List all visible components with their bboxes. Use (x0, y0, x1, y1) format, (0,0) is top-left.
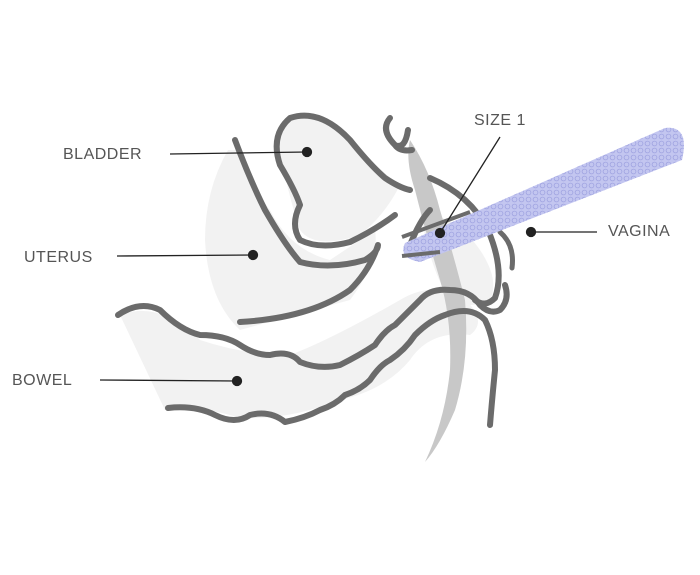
label-vagina: VAGINA (608, 223, 671, 240)
vaginal-canal (408, 140, 467, 462)
label-uterus: UTERUS (24, 249, 93, 266)
bladder-outline (273, 112, 413, 249)
dilator-size-1 (401, 127, 684, 263)
bladder-dot (301, 146, 313, 158)
label-bladder: BLADDER (63, 146, 143, 163)
urethra-hook (383, 115, 415, 154)
bowel-fill (120, 289, 478, 419)
uterus-region-fill (205, 150, 376, 330)
uterus-dot (247, 249, 259, 261)
uterus-outline (232, 137, 381, 325)
size-leader (439, 136, 501, 234)
vagina-dot (525, 226, 537, 238)
bladder-leader (169, 151, 308, 155)
labia-outline (497, 229, 515, 271)
uterus-leader (116, 254, 254, 257)
size-dot (434, 227, 446, 239)
bowel-dot (231, 375, 243, 387)
bowel-leader (99, 379, 238, 382)
label-size: SIZE 1 (474, 112, 526, 129)
label-bowel: BOWEL (12, 372, 73, 389)
bowel-lower (165, 308, 498, 428)
